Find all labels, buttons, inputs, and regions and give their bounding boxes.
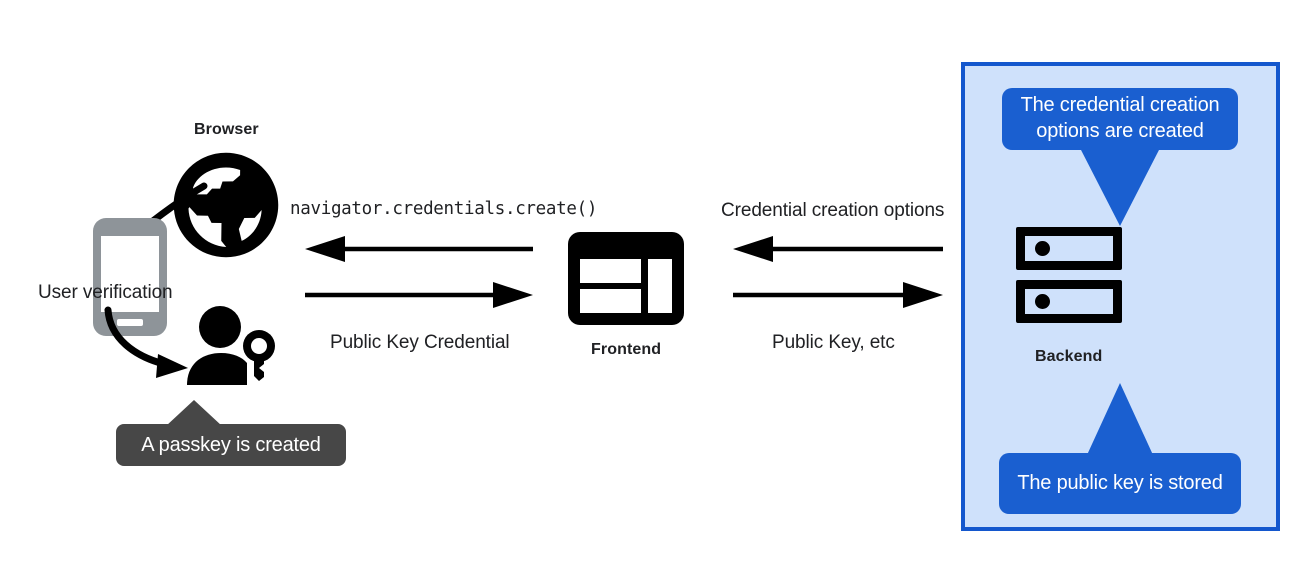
server-led-bottom [1035,294,1050,309]
message-public-key-etc: Public Key, etc [772,332,895,353]
arrow-frontend-to-backend [733,282,943,308]
arrow-backend-to-frontend [733,236,943,262]
phone-screen [101,236,159,312]
passkey-tooltip-pointer [166,400,222,426]
person-with-key-icon [185,305,281,389]
message-navigator-credentials-create: navigator.credentials.create() [290,199,598,219]
arrow-phone-to-user [96,302,216,382]
server-unit-top [1016,227,1122,270]
phone-home-bar [117,319,143,326]
arrow-frontend-to-browser [305,236,533,262]
frontend-panel-right [648,259,672,313]
smartphone-icon [93,218,167,336]
arrow-browser-to-frontend [305,282,533,308]
message-credential-creation-options: Credential creation options [721,200,945,221]
server-stack-icon [1016,227,1124,324]
callout-bottom-pointer [1087,383,1153,455]
browser-label: Browser [194,121,259,138]
server-unit-bottom [1016,280,1122,323]
message-public-key-credential: Public Key Credential [330,332,510,353]
globe-icon [169,148,283,262]
backend-label: Backend [1035,348,1103,365]
backend-callout-bottom: The public key is stored [999,453,1241,514]
frontend-panel-bottom-left [580,289,641,313]
passkey-tooltip: A passkey is created [116,424,346,466]
user-verification-label: User verification [38,282,173,303]
backend-callout-top: The credential creation options are crea… [1002,88,1238,150]
callout-top-pointer [1080,148,1160,226]
frontend-label: Frontend [591,341,662,358]
server-led-top [1035,241,1050,256]
web-layout-icon [568,232,684,325]
frontend-panel-top-left [580,259,641,283]
